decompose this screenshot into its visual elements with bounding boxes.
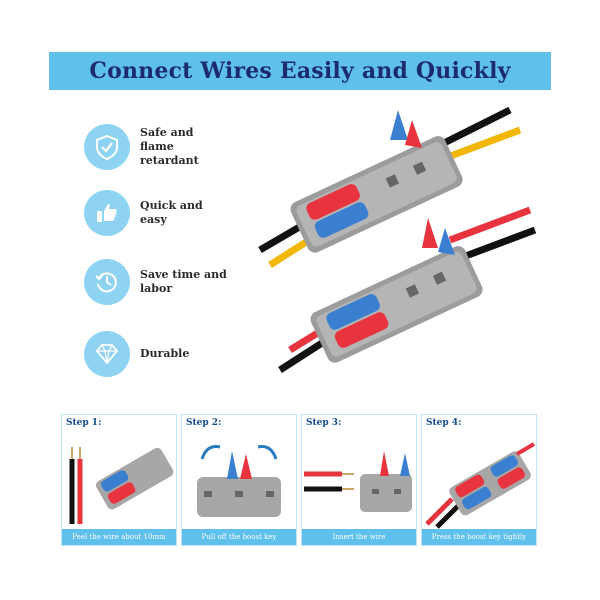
step-caption: Insert the wire <box>302 529 416 545</box>
step-1-panel: Step 1: Peel the wire about 10mm <box>61 414 177 546</box>
step-3-image <box>304 451 412 512</box>
step-caption: Peel the wire about 10mm <box>62 529 176 545</box>
feature-quick: Quick and easy <box>84 190 230 236</box>
step-caption: Press the boost key tightly <box>422 529 536 545</box>
step-4-panel: Step 4: Press the boost key tightly <box>421 414 537 546</box>
feature-label: Save time and labor <box>140 268 227 295</box>
thumbs-up-icon <box>84 190 130 236</box>
feature-label: Safe and flame retardant <box>140 126 199 167</box>
step-2-image <box>197 445 281 517</box>
step-title: Step 4: <box>426 418 462 428</box>
step-title: Step 1: <box>66 418 102 428</box>
step-3-panel: Step 3: Insert the wire <box>301 414 417 546</box>
feature-safe: Safe and flame retardant <box>84 124 230 170</box>
step-title: Step 3: <box>306 418 342 428</box>
title-banner: Connect Wires Easily and Quickly <box>49 52 551 90</box>
connector-product-image <box>258 106 537 373</box>
feature-label: Quick and easy <box>140 199 203 226</box>
clock-history-icon <box>84 259 130 305</box>
shield-check-icon <box>84 124 130 170</box>
step-4-image <box>425 442 536 529</box>
page-title: Connect Wires Easily and Quickly <box>89 58 511 84</box>
feature-durable: Durable <box>84 331 230 377</box>
step-title: Step 2: <box>186 418 222 428</box>
feature-label: Durable <box>140 347 190 360</box>
diamond-icon <box>84 331 130 377</box>
step-2-panel: Step 2: Pull off the boost key <box>181 414 297 546</box>
feature-save-time: Save time and labor <box>84 259 230 305</box>
step-1-image <box>69 447 174 524</box>
step-caption: Pull off the boost key <box>182 529 296 545</box>
